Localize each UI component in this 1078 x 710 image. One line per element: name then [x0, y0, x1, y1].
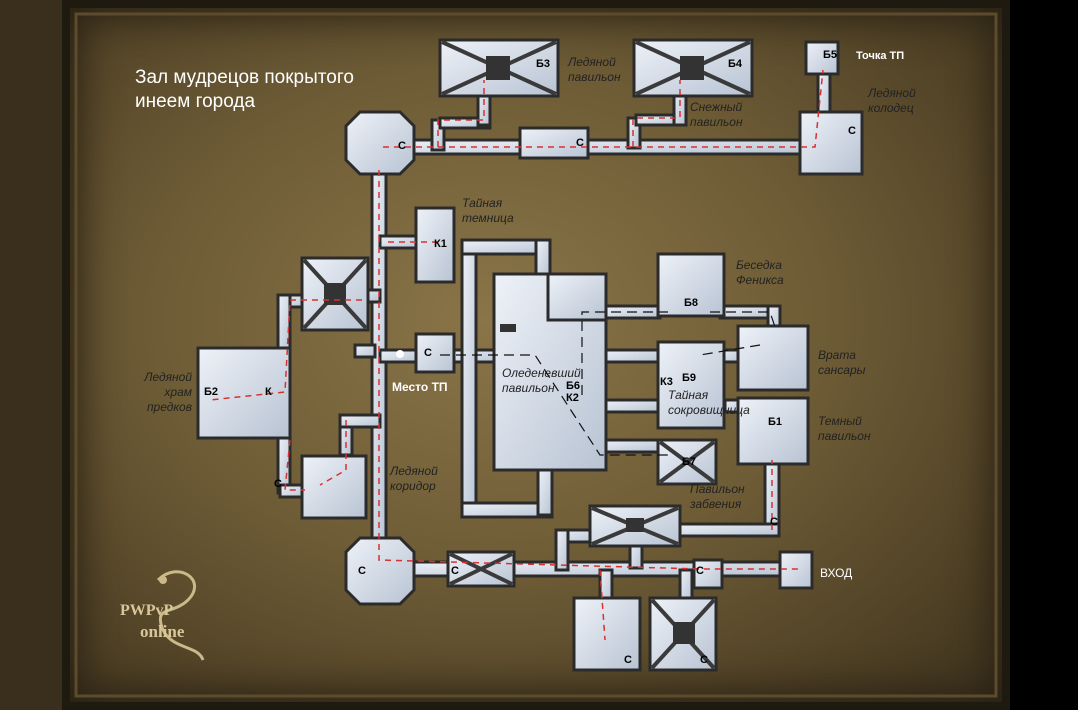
label-ancestors-temple: Ледяной храм предков [144, 370, 192, 414]
code-b1: Б1 [768, 416, 783, 428]
label-oblivion-pavilion: Павильон забвения [690, 482, 745, 511]
label-ice-well: Ледяной колодец [868, 86, 916, 115]
code-k: К [265, 386, 272, 398]
code-c-south-2: С [700, 654, 708, 666]
room-b9 [656, 340, 726, 430]
code-c-top-oct: С [398, 140, 406, 152]
label-ice-pavilion: Ледяной павильон [568, 55, 621, 84]
room-top-middle [518, 126, 590, 160]
room-tp [414, 332, 456, 374]
code-c-south-1: С [624, 654, 632, 666]
code-b3: Б3 [536, 58, 551, 70]
logo-text-line2: online [140, 622, 185, 641]
room-octagon-top [344, 110, 416, 176]
code-b7: Б7 [682, 456, 697, 468]
label-tp-point: Точка ТП [856, 50, 905, 62]
room-south-1 [572, 596, 642, 672]
code-c-bottom-oct: С [358, 565, 366, 577]
code-b6: Б6 [566, 380, 581, 392]
label-dark-pavilion: Темный павильон [818, 414, 871, 443]
code-b8: Б8 [684, 297, 699, 309]
logo-text-line1: PWPvP [120, 602, 174, 619]
code-b4: Б4 [728, 58, 743, 70]
code-b2: Б2 [204, 386, 219, 398]
label-secret-treasury: Тайная сокровищница [668, 388, 750, 417]
label-secret-dungeon: Тайная темница [462, 196, 514, 225]
label-samsara-gate: Врата сансары [818, 348, 866, 377]
dragon-logo-icon [156, 570, 205, 661]
code-c-bottom-x: С [451, 565, 459, 577]
code-c-bottom-small: С [696, 565, 704, 577]
room-b8 [656, 252, 726, 318]
code-k1: К1 [434, 238, 447, 250]
code-c-well: С [848, 125, 856, 137]
label-tp-place: Место ТП [392, 380, 448, 394]
code-c-tp: С [424, 347, 432, 359]
code-c-oblivion: С [770, 516, 778, 528]
room-b2 [196, 346, 292, 440]
black-side-bar [1010, 0, 1078, 710]
map-title: Зал мудрецов покрытого инеем города [135, 67, 354, 112]
room-b5 [804, 40, 840, 76]
tp-place-dot [396, 350, 404, 358]
code-k2: К2 [566, 392, 579, 404]
label-frozen-pavilion: Оледеневший павильон [502, 366, 581, 395]
label-snow-pavilion: Снежный павильон [690, 100, 743, 129]
code-c-sw: С [274, 478, 282, 490]
code-c-top-mid: С [576, 137, 584, 149]
code-b9: Б9 [682, 372, 697, 384]
room-samsara [736, 324, 810, 392]
label-phoenix-gazebo: Беседка Феникса [736, 258, 784, 287]
code-k3: К3 [660, 376, 673, 388]
room-k1 [414, 206, 456, 284]
label-entrance: ВХОД [820, 566, 853, 580]
room-b1 [736, 396, 810, 466]
room-entrance [778, 550, 814, 590]
room-south-west [300, 454, 368, 520]
room-octagon-bottom [344, 536, 416, 606]
room-ice-well [798, 110, 864, 176]
label-ice-corridor: Ледяной коридор [390, 464, 438, 493]
code-b5: Б5 [823, 49, 838, 61]
